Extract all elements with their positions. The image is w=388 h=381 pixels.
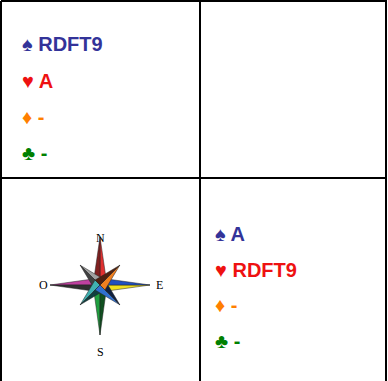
compass-rose [50, 237, 150, 335]
card-holding: ♥ RDFT9 [215, 260, 297, 280]
card-holding: ♥ A [22, 71, 53, 91]
card-holding: ♠ RDFT9 [22, 34, 103, 54]
card-holding: ♦ - [215, 295, 237, 315]
compass-letter: N [96, 232, 105, 244]
star-point [95, 265, 120, 285]
card-holding: ♠ A [215, 224, 245, 244]
card-holding: ♣ - [22, 143, 47, 163]
compass-letter: E [156, 279, 163, 291]
card-holding: ♣ - [215, 331, 240, 351]
card-holding: ♦ - [22, 107, 44, 127]
compass-letter: O [39, 279, 48, 291]
compass-letter: S [97, 346, 104, 358]
